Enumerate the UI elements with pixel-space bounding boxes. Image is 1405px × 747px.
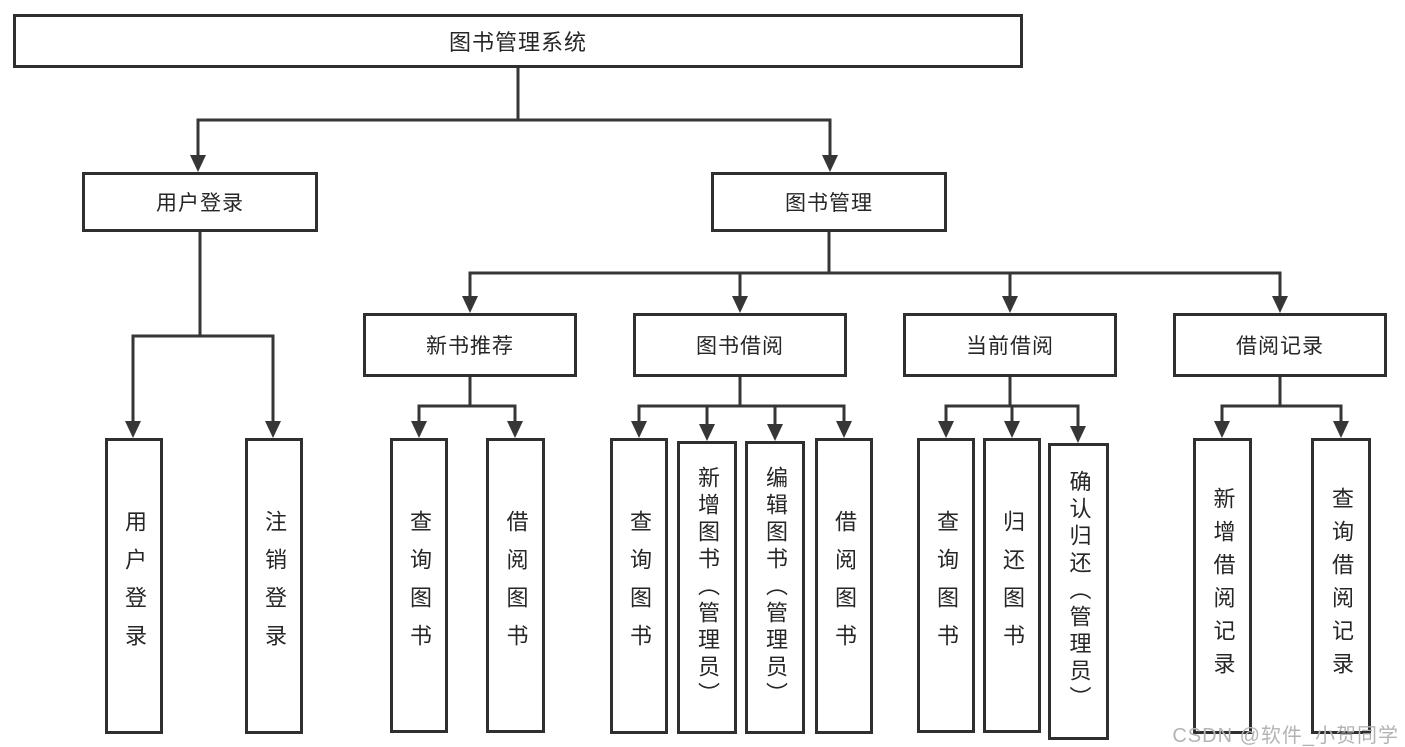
leaf-label: 编辑图书（管理员） xyxy=(763,466,788,709)
leaf-query-books-recommend: 查询图书 xyxy=(390,438,448,733)
node-book-management: 图书管理 xyxy=(711,172,947,232)
leaf-confirm-return-admin: 确认归还（管理员） xyxy=(1048,443,1109,740)
node-library-system: 图书管理系统 xyxy=(13,14,1023,68)
leaf-label: 查询图书 xyxy=(627,510,652,662)
leaf-label: 注销登录 xyxy=(262,510,287,662)
leaf-add-book-admin: 新增图书（管理员） xyxy=(677,441,737,734)
leaf-edit-book-admin: 编辑图书（管理员） xyxy=(745,441,805,734)
node-new-book-recommend: 新书推荐 xyxy=(363,313,577,377)
leaf-query-books-current: 查询图书 xyxy=(917,438,975,733)
leaf-user-login: 用户登录 xyxy=(105,438,163,734)
leaf-borrow-books-recommend: 借阅图书 xyxy=(486,438,545,733)
leaf-label: 新增借阅记录 xyxy=(1210,487,1236,685)
node-user-login: 用户登录 xyxy=(82,172,318,232)
arrowheads xyxy=(125,155,1349,443)
leaf-query-borrow-record: 查询借阅记录 xyxy=(1311,438,1371,734)
leaf-label: 用户登录 xyxy=(122,510,147,662)
leaf-label: 查询图书 xyxy=(934,509,959,662)
leaf-label: 归还图书 xyxy=(1000,509,1025,662)
leaf-label: 借阅图书 xyxy=(832,510,857,662)
node-current-borrow: 当前借阅 xyxy=(903,313,1117,377)
leaf-label: 借阅图书 xyxy=(503,509,529,662)
leaf-add-borrow-record: 新增借阅记录 xyxy=(1193,438,1252,734)
leaf-borrow-book: 借阅图书 xyxy=(815,438,873,734)
leaf-label: 新增图书（管理员） xyxy=(695,466,720,709)
node-borrow-records: 借阅记录 xyxy=(1173,313,1387,377)
csdn-watermark: CSDN @软件_小贺同学 xyxy=(1172,725,1399,747)
node-book-borrow: 图书借阅 xyxy=(633,313,847,377)
leaf-query-books-borrow: 查询图书 xyxy=(610,438,668,734)
leaf-return-book: 归还图书 xyxy=(983,438,1041,733)
leaf-label: 确认归还（管理员） xyxy=(1066,470,1092,713)
leaf-label: 查询借阅记录 xyxy=(1329,487,1354,685)
leaf-logout: 注销登录 xyxy=(245,438,303,734)
leaf-label: 查询图书 xyxy=(407,509,432,662)
